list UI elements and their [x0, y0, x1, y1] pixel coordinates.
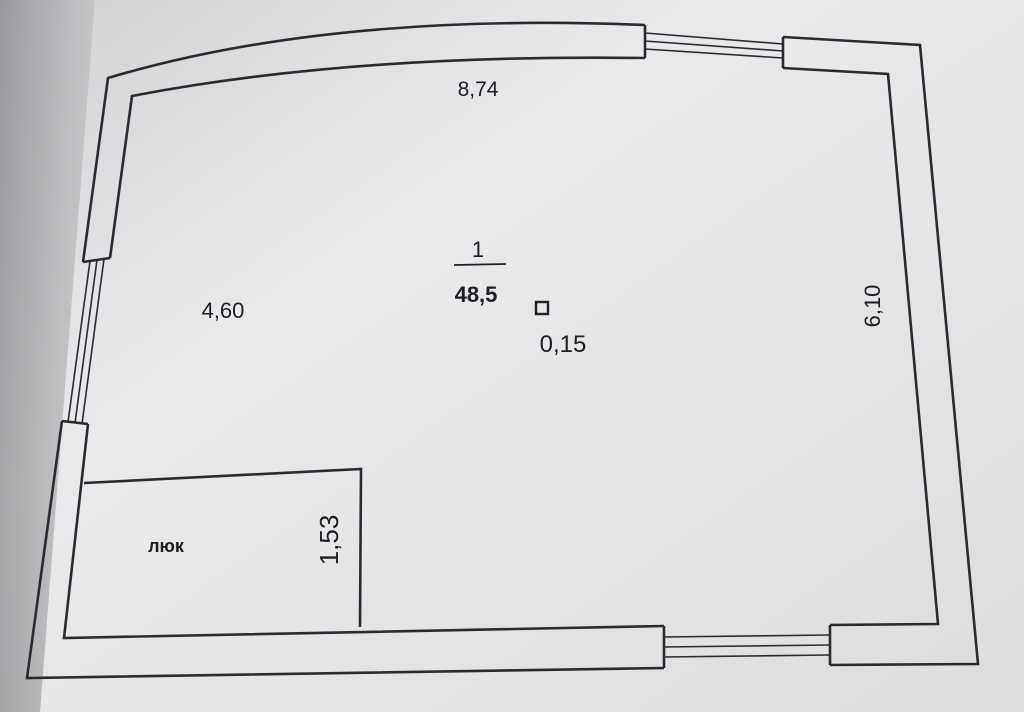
- exterior-wall-outline: [25, 21, 980, 680]
- left-depth-label: 4,60: [202, 298, 245, 323]
- hatch-outline: [83, 467, 363, 628]
- window-bottom: [663, 634, 831, 658]
- room-area: 48,5: [455, 282, 498, 307]
- column-marker: [534, 300, 550, 316]
- room-number: 1: [472, 237, 484, 262]
- right-depth-label: 6,10: [860, 285, 885, 328]
- column-size-label: 0,15: [540, 331, 587, 358]
- window-left: [67, 258, 105, 425]
- hatch-label: люк: [148, 536, 185, 556]
- page-edge-shadow: [0, 0, 95, 712]
- top-width-label: 8,74: [458, 78, 499, 101]
- room-label-divider: [453, 263, 507, 266]
- window-top: [644, 32, 784, 59]
- interior-wall-outline: [62, 56, 940, 640]
- hatch-size-label: 1,53: [314, 515, 344, 566]
